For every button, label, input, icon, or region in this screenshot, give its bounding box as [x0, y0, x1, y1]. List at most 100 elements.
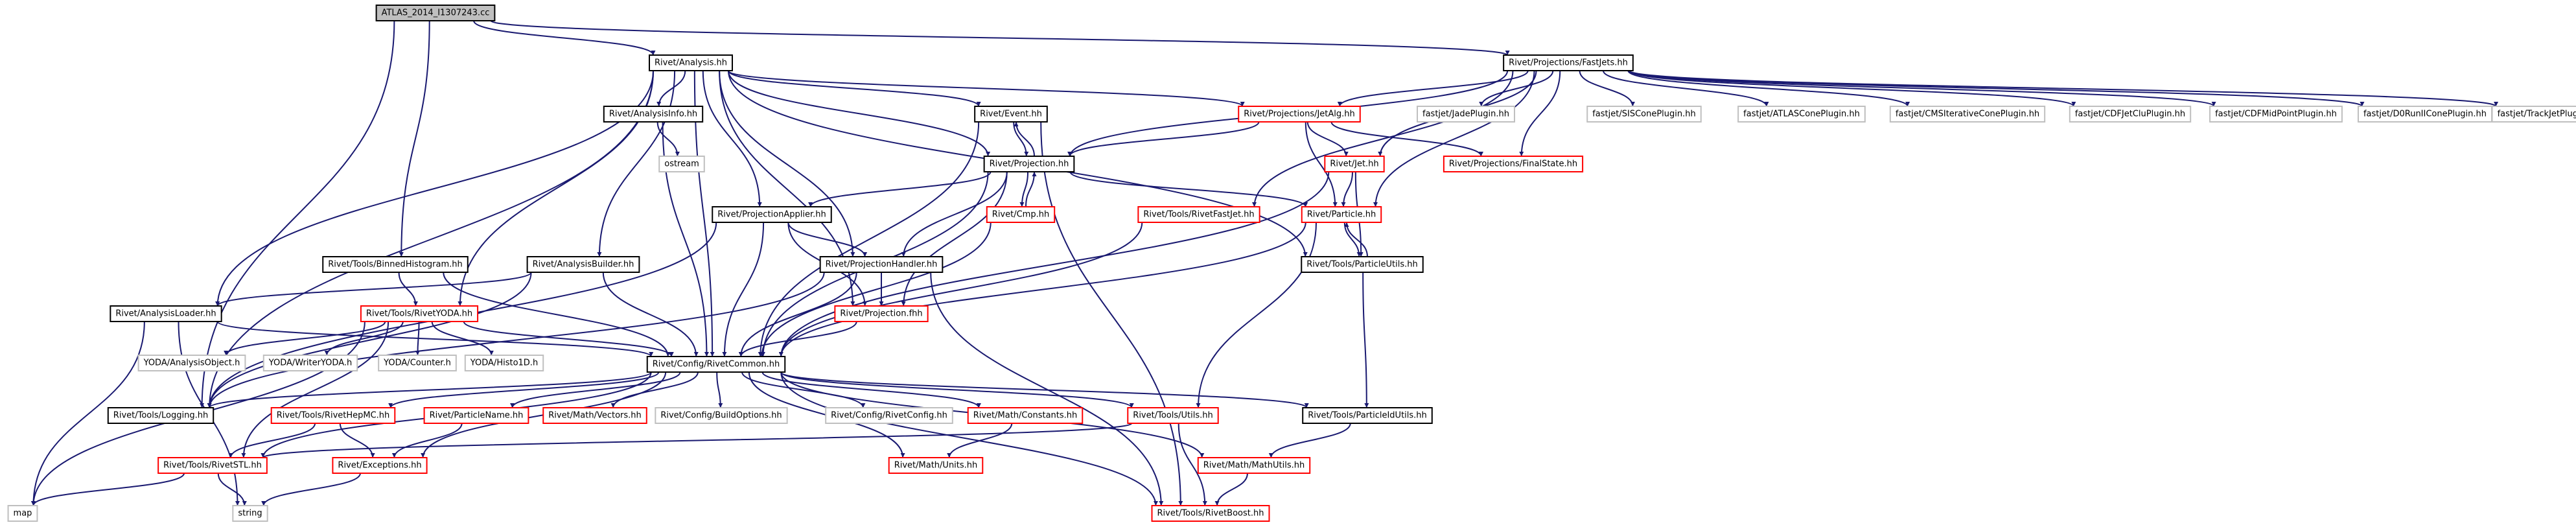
edge-fastjets-to-cdfjetclu — [1628, 70, 2076, 107]
node-box — [655, 407, 788, 424]
node-yodahisto: YODA/Histo1D.h — [464, 355, 544, 371]
edge-analysisloader-to-rivetcommon — [216, 321, 654, 357]
node-analysisbuilder[interactable]: Rivet/AnalysisBuilder.hh — [526, 256, 640, 273]
node-cdfmidpoint: fastjet/CDFMidPointPlugin.hh — [2209, 106, 2343, 123]
node-cmsiter: fastjet/CMSIterativeConePlugin.hh — [1889, 106, 2046, 123]
edge-constants-to-units — [947, 423, 1013, 458]
node-vectors[interactable]: Rivet/Math/Vectors.hh — [542, 407, 647, 424]
node-jadeplugin: fastjet/JadePlugin.hh — [1417, 106, 1515, 123]
node-label: fastjet/CMSIterativeConePlugin.hh — [1896, 110, 2039, 119]
node-event[interactable]: Rivet/Event.hh — [974, 106, 1048, 123]
node-cmp[interactable]: Rivet/Cmp.hh — [986, 206, 1056, 223]
node-atlascone: fastjet/ATLASConePlugin.hh — [1737, 106, 1866, 123]
node-box — [360, 305, 479, 322]
edge-cmp-to-projection — [1025, 171, 1037, 207]
edge-projection-to-projapplier — [808, 171, 992, 207]
edge-fastjets-to-cdfmidpoint — [1628, 70, 2216, 107]
node-analysisloader[interactable]: Rivet/AnalysisLoader.hh — [110, 305, 222, 322]
node-units[interactable]: Rivet/Math/Units.hh — [888, 457, 984, 474]
node-label: Rivet/Tools/RivetBoost.hh — [1157, 509, 1264, 519]
edge-analysis-to-logging — [207, 70, 654, 408]
node-box — [270, 407, 396, 424]
edge-rivetcommon-to-rivetconfig — [741, 371, 866, 408]
node-jetalg[interactable]: Rivet/Projections/JetAlg.hh — [1238, 106, 1361, 123]
node-jet[interactable]: Rivet/Jet.hh — [1324, 156, 1385, 172]
node-rivetfastjet[interactable]: Rivet/Tools/RivetFastJet.hh — [1137, 206, 1260, 223]
node-box — [1302, 407, 1433, 424]
edge-root-to-fastjets — [490, 20, 1510, 56]
node-analysis[interactable]: Rivet/Analysis.hh — [649, 54, 733, 71]
node-finalstate[interactable]: Rivet/Projections/FinalState.hh — [1443, 156, 1584, 172]
node-rivetboost[interactable]: Rivet/Tools/RivetBoost.hh — [1151, 505, 1270, 522]
node-root[interactable]: ATLAS_2014_I1307243.cc — [375, 5, 496, 21]
node-box — [7, 505, 38, 522]
node-logging[interactable]: Rivet/Tools/Logging.hh — [107, 407, 215, 424]
edge-projapplier-to-projhandler — [787, 222, 868, 257]
node-analysisinfo[interactable]: Rivet/AnalysisInfo.hh — [603, 106, 704, 123]
node-mathutils[interactable]: Rivet/Math/MathUtils.hh — [1197, 457, 1311, 474]
node-projection[interactable]: Rivet/Projection.hh — [983, 156, 1075, 172]
edge-projection-to-event — [1014, 121, 1035, 157]
edge-rivetcommon-to-logging — [207, 371, 652, 408]
edge-fastjets-to-atlascone — [1603, 70, 1769, 107]
node-cdfjetclu: fastjet/CDFJetCluPlugin.hh — [2069, 106, 2192, 123]
node-rivetstl[interactable]: Rivet/Tools/RivetSTL.hh — [157, 457, 268, 474]
node-exceptions[interactable]: Rivet/Exceptions.hh — [332, 457, 428, 474]
node-label: YODA/WriterYODA.h — [268, 358, 352, 368]
edge-analysis-to-projapplier — [702, 70, 762, 207]
node-box — [1503, 54, 1634, 71]
node-box — [603, 106, 704, 123]
edge-rivetyoda-to-yodacounter — [415, 321, 420, 356]
edge-projection-to-projhandler — [901, 171, 1008, 257]
node-label: fastjet/TrackJetPlugin.hh — [2498, 110, 2576, 119]
node-buildoptions: Rivet/Config/BuildOptions.hh — [655, 407, 788, 424]
edge-particlename-to-exceptions — [391, 423, 463, 458]
node-yodaao: YODA/AnalysisObject.h — [137, 355, 246, 371]
node-projapplier[interactable]: Rivet/ProjectionApplier.hh — [712, 206, 832, 223]
node-box — [825, 407, 953, 424]
node-particleutils[interactable]: Rivet/Tools/ParticleUtils.hh — [1301, 256, 1424, 273]
node-label: Rivet/Config/BuildOptions.hh — [660, 411, 782, 421]
edge-root-to-analysis — [473, 20, 656, 56]
node-box — [157, 457, 268, 474]
node-rivetyoda[interactable]: Rivet/Tools/RivetYODA.hh — [360, 305, 479, 322]
node-label: fastjet/CDFMidPointPlugin.hh — [2215, 110, 2337, 119]
edge-event-to-rivetboost — [1040, 121, 1183, 506]
edge-cmp-to-rivetcommon — [760, 222, 992, 357]
node-yodawriter: YODA/WriterYODA.h — [262, 355, 358, 371]
node-box — [262, 355, 358, 371]
edge-utils-to-rivetboost — [1178, 423, 1207, 506]
node-binnedhist[interactable]: Rivet/Tools/BinnedHistogram.hh — [322, 256, 469, 273]
node-box — [712, 206, 832, 223]
node-particle[interactable]: Rivet/Particle.hh — [1301, 206, 1382, 223]
node-box — [658, 156, 705, 172]
node-siscone: fastjet/SISConePlugin.hh — [1586, 106, 1702, 123]
edge-analysisloader-to-map — [30, 321, 145, 506]
node-rivetcommon[interactable]: Rivet/Config/RivetCommon.hh — [646, 356, 786, 373]
node-label: fastjet/ATLASConePlugin.hh — [1743, 110, 1860, 119]
node-label: map — [14, 509, 32, 519]
node-label: Rivet/Config/RivetCommon.hh — [653, 360, 780, 369]
node-utils[interactable]: Rivet/Tools/Utils.hh — [1127, 407, 1219, 424]
node-label: Rivet/Math/MathUtils.hh — [1203, 461, 1305, 471]
edge-binnedhist-to-rivetyoda — [398, 272, 418, 307]
node-projhandler[interactable]: Rivet/ProjectionHandler.hh — [819, 256, 944, 273]
edge-rivetcommon-to-rivetboost — [780, 371, 1158, 506]
node-projectionfhh[interactable]: Rivet/Projection.fhh — [834, 305, 929, 322]
edge-fastjets-to-cmsiter — [1627, 70, 1910, 107]
edge-analysisbuilder-to-rivetcommon — [602, 272, 699, 357]
node-rivethepmc[interactable]: Rivet/Tools/RivetHepMC.hh — [270, 407, 396, 424]
node-particleidutils[interactable]: Rivet/Tools/ParticleIdUtils.hh — [1302, 407, 1433, 424]
node-particlename[interactable]: Rivet/ParticleName.hh — [423, 407, 529, 424]
node-box — [110, 305, 222, 322]
node-fastjets[interactable]: Rivet/Projections/FastJets.hh — [1503, 54, 1634, 71]
node-box — [107, 407, 215, 424]
node-label: Rivet/Jet.hh — [1330, 159, 1378, 169]
node-label: Rivet/AnalysisBuilder.hh — [533, 260, 634, 270]
node-trackjet: fastjet/TrackJetPlugin.hh — [2491, 106, 2576, 123]
node-label: ATLAS_2014_I1307243.cc — [382, 8, 490, 18]
edge-analysis-to-projhandler — [719, 70, 855, 257]
node-constants[interactable]: Rivet/Math/Constants.hh — [967, 407, 1084, 424]
edge-rivetyoda-to-rivetcommon — [463, 321, 674, 357]
